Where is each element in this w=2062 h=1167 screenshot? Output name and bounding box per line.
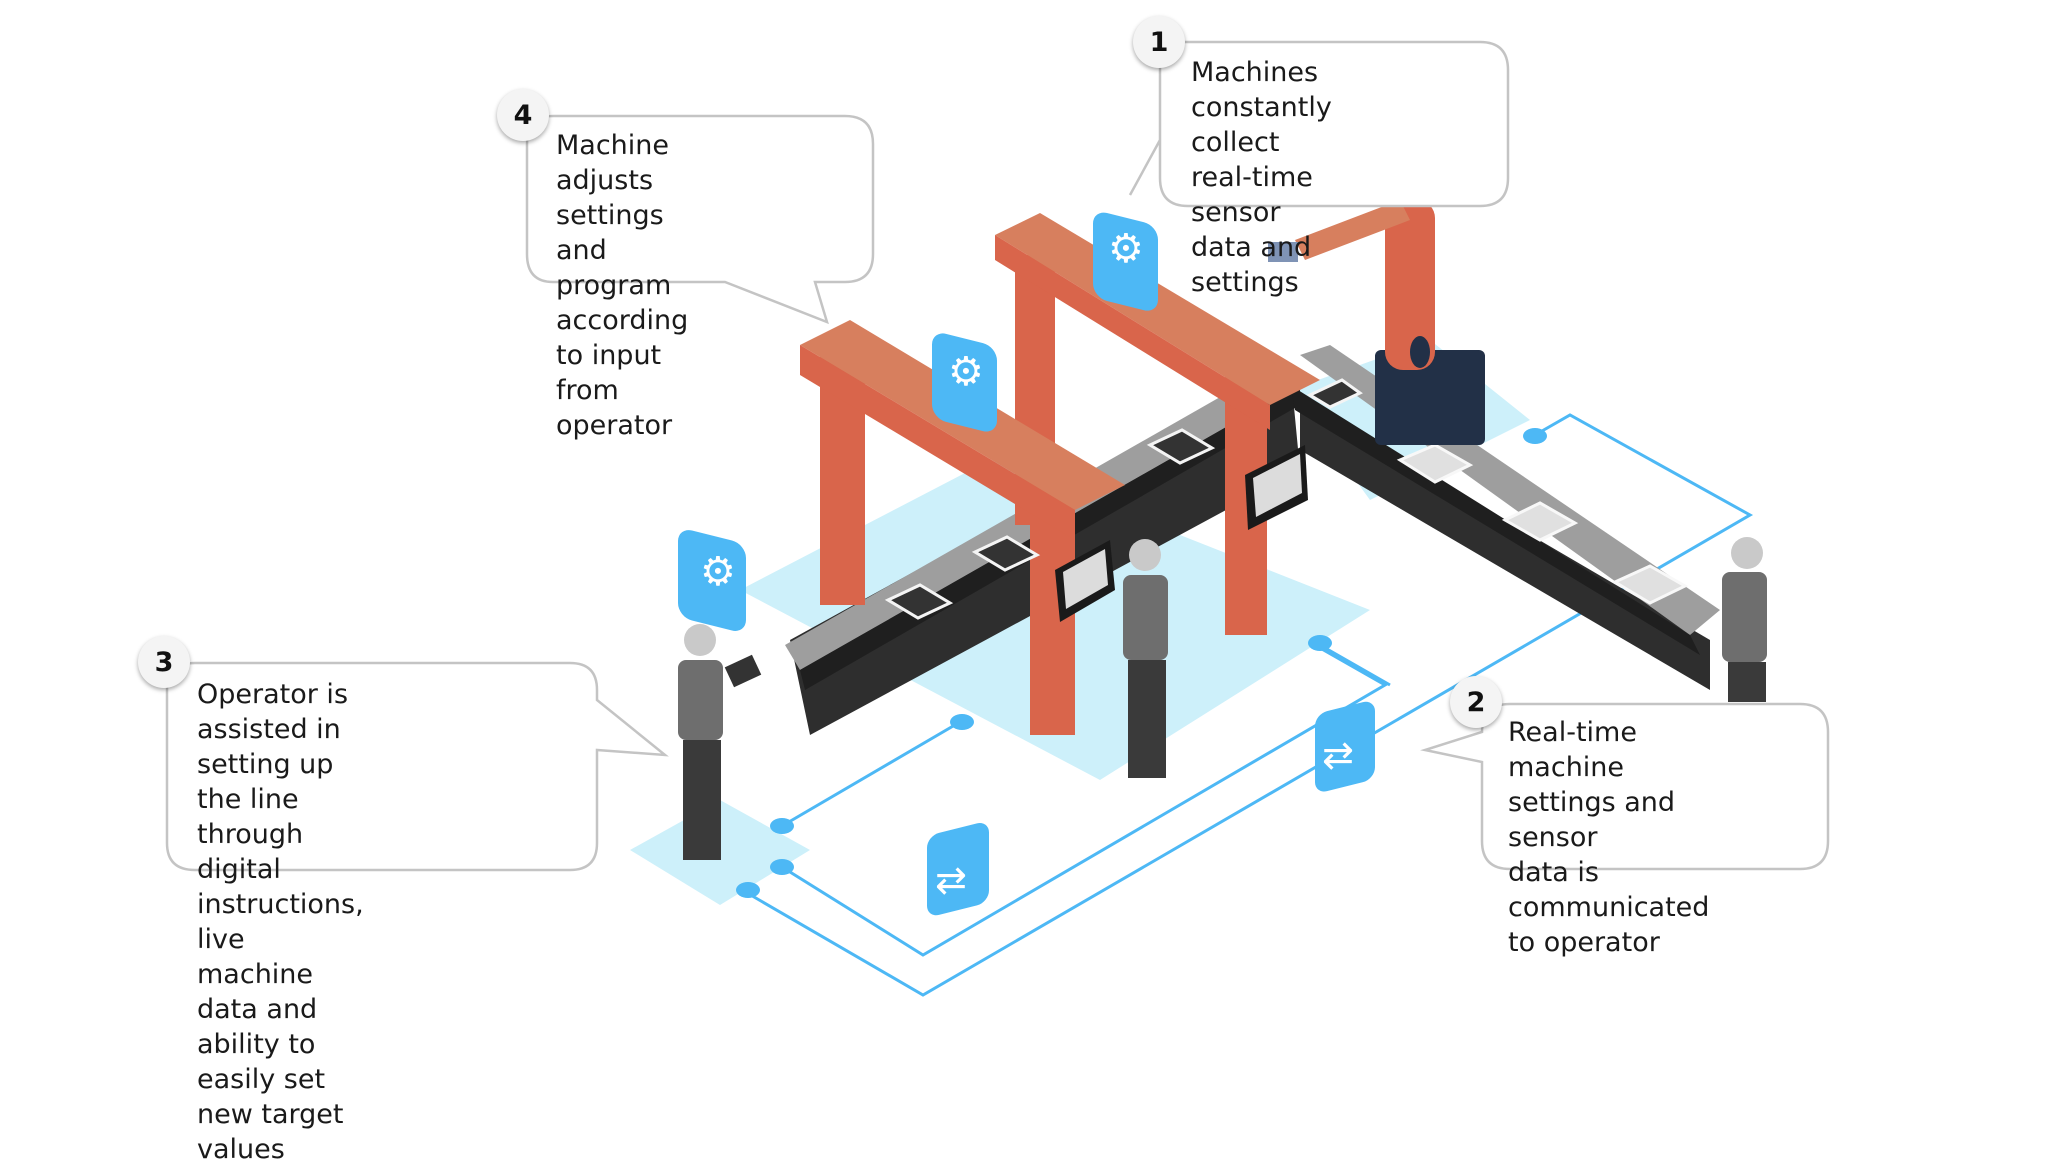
network-node: [736, 882, 760, 898]
step-badge-1: 1: [1133, 16, 1185, 68]
network-line-4: [1319, 643, 1391, 687]
hmi-screen-display: [1253, 454, 1302, 517]
robot-gripper: [1268, 242, 1298, 262]
callout-3-text: Operator is assisted in setting up the l…: [197, 679, 364, 1165]
hmi-screens: [1055, 445, 1308, 622]
svg-text:⚙: ⚙: [700, 549, 736, 595]
tablet: [724, 654, 762, 688]
network-line-3: [741, 413, 1754, 997]
hmi-screen-display: [1063, 549, 1108, 609]
robot-joint: [1410, 336, 1430, 368]
robot-base: [1375, 350, 1485, 445]
gantry-beam-side: [995, 235, 1270, 430]
product-tray: [884, 583, 954, 620]
network-node: [950, 714, 974, 730]
network-node: [770, 859, 794, 875]
operator-hmi: [1123, 539, 1168, 778]
robot-arm: [1268, 200, 1485, 445]
production-line-illustration: ⚙ ⚙ ⚙ ⇄ ⇄: [165, 40, 1830, 997]
step-badge-3: 3: [138, 636, 190, 688]
conveyor-belt-edge: [1290, 385, 1700, 655]
svg-text:⚙: ⚙: [948, 349, 984, 395]
callout-2-text: Real-time machine settings and sensor da…: [1508, 717, 1710, 958]
gantry-beam-side: [800, 345, 1075, 540]
trays-main: [884, 378, 1363, 620]
product-tray: [1146, 428, 1216, 465]
network-line-1: [781, 720, 961, 828]
operator-legs: [1128, 660, 1166, 778]
step-badge-2: 2: [1450, 676, 1502, 728]
product-tray: [971, 535, 1041, 572]
data-exchange-icon: ⇄: [1315, 701, 1375, 792]
data-network: [741, 413, 1754, 997]
gears-icon: ⚙: [678, 530, 746, 631]
gears-icon: ⚙: [932, 333, 997, 432]
operator-body: [1722, 572, 1767, 662]
gears-icon: ⚙: [1093, 212, 1158, 311]
product-tray: [1306, 378, 1363, 409]
network-node: [1523, 428, 1547, 444]
product-tray: [1396, 443, 1474, 484]
callout-1-text: Machines constantly collect real-time se…: [1191, 57, 1332, 298]
network-node: [770, 818, 794, 834]
robot-upper-arm: [1385, 200, 1435, 370]
network-nodes: [736, 428, 1547, 898]
svg-text:⚙: ⚙: [1108, 226, 1144, 272]
svg-text:⇄: ⇄: [1322, 733, 1354, 777]
svg-text:⇄: ⇄: [935, 858, 967, 902]
product-tray: [1501, 501, 1579, 542]
robot-forearm: [1295, 200, 1410, 260]
operator-end-of-line: [1722, 537, 1767, 702]
operator-head: [1731, 537, 1763, 569]
operator-head: [1129, 539, 1161, 571]
operator-head: [684, 624, 716, 656]
operator-legs: [1728, 662, 1766, 702]
gantry-beam: [995, 213, 1320, 405]
step-badge-4: 4: [497, 89, 549, 141]
operator-body: [1123, 575, 1168, 660]
callout-bubbles: [165, 40, 1830, 872]
product-tray: [1611, 564, 1689, 605]
network-line-2: [781, 646, 1389, 957]
network-node: [1308, 635, 1332, 651]
operator-tablet: [678, 624, 762, 860]
operator-body: [678, 660, 723, 740]
operator-legs: [683, 740, 721, 860]
data-exchange-icon: ⇄: [927, 823, 989, 916]
callout-4-text: Machine adjusts settings and program acc…: [556, 130, 689, 441]
